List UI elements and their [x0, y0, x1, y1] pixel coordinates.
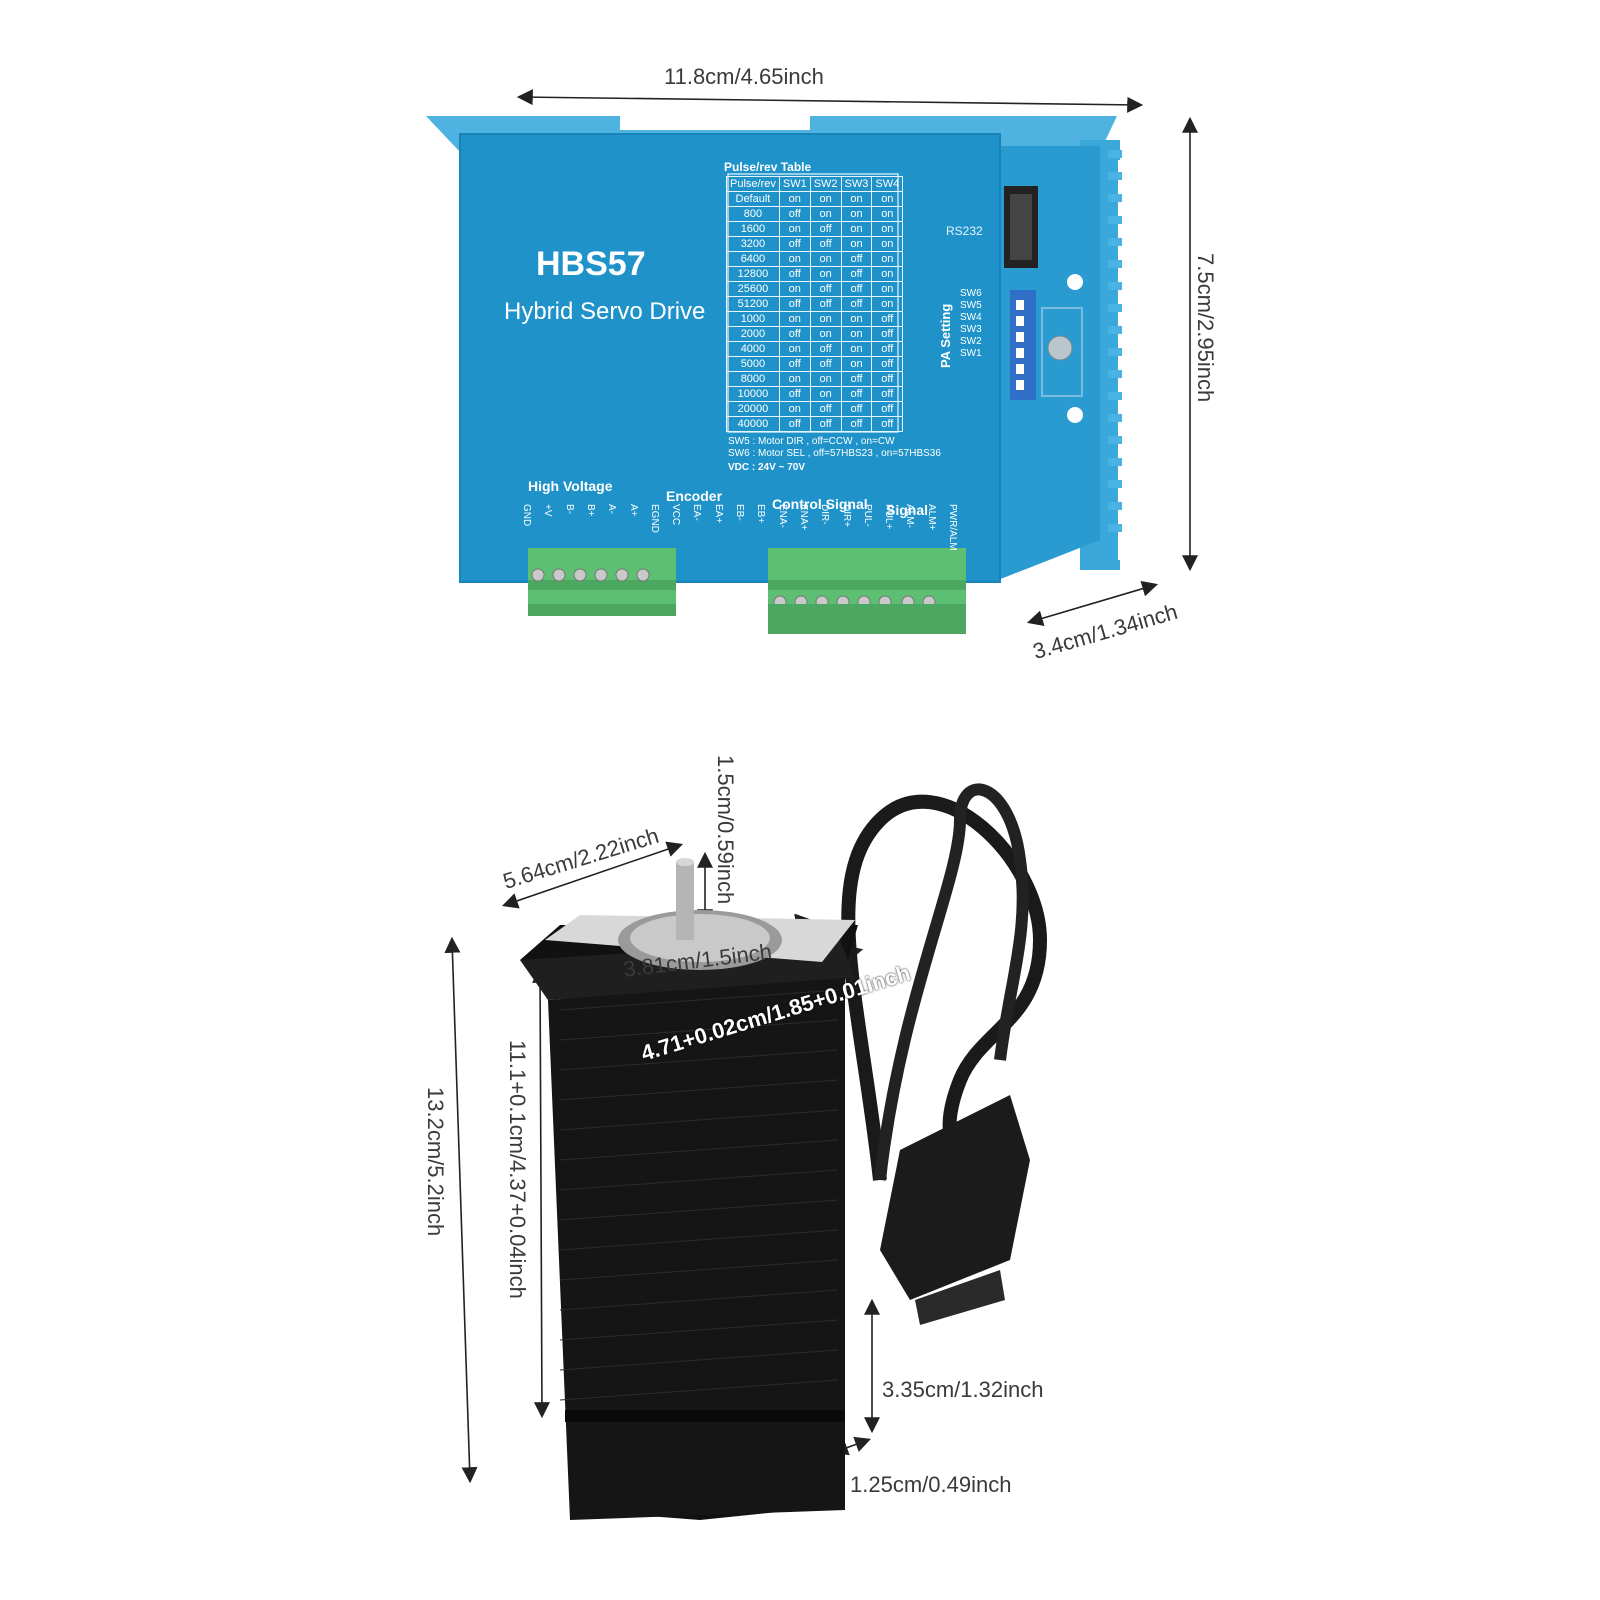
- table-cell: off: [840, 416, 873, 432]
- dim-driver-height: 7.5cm/2.95inch: [1193, 253, 1218, 403]
- table-cell: on: [778, 371, 811, 387]
- table-cell: off: [778, 356, 811, 372]
- table-cell: off: [809, 416, 842, 432]
- table-cell: on: [809, 251, 842, 267]
- table-cell: on: [809, 311, 842, 327]
- table-cell: on: [809, 326, 842, 342]
- table-cell: on: [840, 356, 873, 372]
- servo-driver: HBS57 Hybrid Servo Drive Pulse/rev Table…: [420, 110, 1160, 650]
- switch-label: SW6: [960, 288, 982, 299]
- table-cell: on: [840, 326, 873, 342]
- table-cell: off: [871, 401, 904, 417]
- note-sw5: SW5 : Motor DIR , off=CCW , on=CW: [728, 436, 895, 447]
- table-cell: on: [871, 251, 904, 267]
- table-cell: 10000: [726, 386, 780, 402]
- note-sw6: SW6 : Motor SEL , off=57HBS23 , on=57HBS…: [728, 448, 941, 459]
- table-cell: off: [778, 296, 811, 312]
- table-cell: 5000: [726, 356, 780, 372]
- note-vdc: VDC : 24V ~ 70V: [728, 462, 805, 473]
- table-cell: on: [778, 191, 811, 207]
- table-cell: 40000: [726, 416, 780, 432]
- table-cell: off: [778, 386, 811, 402]
- switch-label: SW3: [960, 324, 982, 335]
- dim-shaft-length: 1.5cm/0.59inch: [713, 755, 738, 905]
- table-cell: 12800: [726, 266, 780, 282]
- table-header-cell: SW4: [871, 176, 904, 192]
- table-cell: on: [809, 266, 842, 282]
- table-cell: on: [778, 281, 811, 297]
- table-cell: on: [840, 341, 873, 357]
- table-cell: off: [778, 416, 811, 432]
- switch-label: SW4: [960, 312, 982, 323]
- table-cell: off: [871, 326, 904, 342]
- table-cell: off: [809, 296, 842, 312]
- table-cell: off: [778, 236, 811, 252]
- table-cell: on: [871, 281, 904, 297]
- table-cell: off: [871, 371, 904, 387]
- table-cell: on: [840, 191, 873, 207]
- table-cell: on: [871, 296, 904, 312]
- group-high-voltage: High Voltage: [528, 478, 613, 494]
- switch-label: SW2: [960, 336, 982, 347]
- table-cell: off: [871, 386, 904, 402]
- rs232-label: RS232: [946, 224, 983, 238]
- table-cell: 25600: [726, 281, 780, 297]
- dim-encoder-length: 3.35cm/1.32inch: [882, 1377, 1044, 1402]
- table-cell: on: [871, 191, 904, 207]
- table-cell: off: [840, 296, 873, 312]
- driver-subtitle: Hybrid Servo Drive: [504, 298, 706, 325]
- table-cell: on: [840, 206, 873, 222]
- table-cell: on: [778, 251, 811, 267]
- group-signal: Signal: [886, 502, 929, 518]
- group-encoder: Encoder: [666, 488, 723, 504]
- table-cell: off: [809, 236, 842, 252]
- switch-label: SW1: [960, 348, 982, 359]
- pulse-table-title: Pulse/rev Table: [724, 160, 812, 174]
- table-cell: on: [871, 206, 904, 222]
- table-cell: off: [871, 356, 904, 372]
- driver-model: HBS57: [536, 245, 646, 283]
- dim-encoder-offset: 1.25cm/0.49inch: [850, 1472, 1012, 1497]
- group-control-signal: Control Signal: [772, 496, 868, 512]
- table-cell: off: [871, 416, 904, 432]
- table-cell: off: [871, 311, 904, 327]
- dim-total-length: 13.2cm/5.2inch: [423, 1087, 448, 1237]
- table-cell: on: [871, 221, 904, 237]
- dim-driver-width: 11.8cm/4.65inch: [664, 64, 824, 89]
- switch-label: SW5: [960, 300, 982, 311]
- dim-body-length: 11.1+0.1cm/4.37+0.04inch: [505, 1040, 530, 1299]
- table-cell: off: [840, 401, 873, 417]
